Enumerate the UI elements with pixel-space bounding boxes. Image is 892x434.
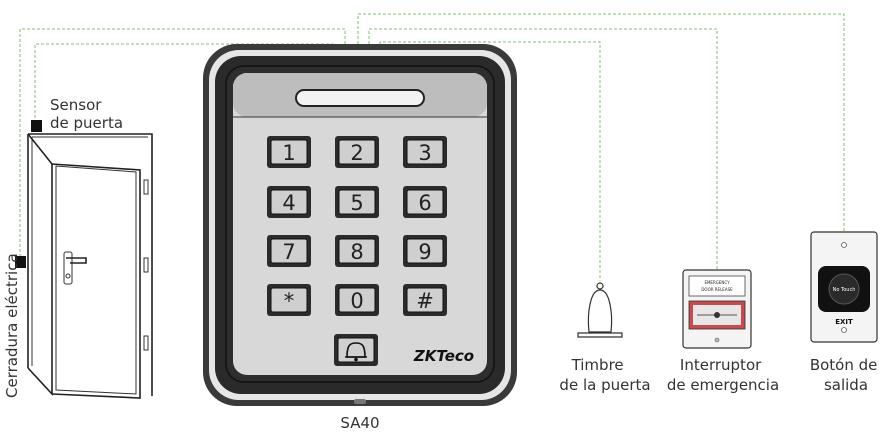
keypad-key[interactable]: *: [267, 284, 311, 316]
keypad-key-label: 7: [282, 240, 295, 264]
svg-text:EMERGENCY: EMERGENCY: [704, 280, 730, 285]
svg-text:DOOR RELEASE: DOOR RELEASE: [701, 287, 733, 292]
door-leaf: [27, 133, 53, 397]
bottom-screw: [354, 399, 366, 404]
door-handle-icon: [63, 251, 87, 285]
keypad-key[interactable]: #: [403, 284, 447, 316]
keypad-key[interactable]: 6: [403, 186, 447, 218]
door-sensor-label: Sensor de puerta: [50, 96, 123, 132]
keypad-key[interactable]: 5: [335, 186, 379, 218]
svg-text:EXIT: EXIT: [835, 318, 853, 326]
keypad-key[interactable]: 3: [403, 136, 447, 168]
wire-exit-button: [357, 13, 845, 232]
keypad-key-label: 9: [418, 240, 431, 264]
emergency-switch-label: Interruptor de emergencia: [667, 356, 779, 394]
brand-logo: ZKTeco: [413, 347, 474, 365]
keypad-key-label: 0: [350, 289, 363, 313]
keypad-key-label: 5: [350, 191, 363, 215]
hinge: [143, 257, 149, 273]
bell-key[interactable]: [334, 334, 378, 366]
electric-lock-marker: [15, 256, 26, 268]
keypad-key[interactable]: 7: [267, 235, 311, 267]
electric-lock-label: Cerradura eléctrica: [3, 253, 21, 398]
keypad-key[interactable]: 8: [335, 235, 379, 267]
keypad-key[interactable]: 9: [403, 235, 447, 267]
svg-text:No Touch: No Touch: [833, 287, 856, 293]
doorbell-label: Timbre de la puerta: [559, 356, 650, 394]
keypad-key-label: 3: [418, 141, 431, 165]
keypad-key-label: 4: [282, 191, 295, 215]
exit-button-icon: No Touch EXIT: [810, 231, 878, 343]
door-frame: [27, 133, 153, 396]
door: [15, 120, 153, 399]
keypad-key-label: 1: [282, 141, 295, 165]
sa40-device: 1 2 3 4 5 6 7 8 9 * 0 # ZKTeco: [203, 44, 517, 406]
hinge: [143, 179, 149, 195]
keypad-key-label: 6: [418, 191, 431, 215]
hinge: [143, 335, 149, 351]
keypad-key-label: *: [284, 289, 295, 313]
doorbell-icon: [577, 282, 623, 338]
emergency-switch-icon: EMERGENCY DOOR RELEASE: [682, 269, 752, 349]
keypad-key[interactable]: 2: [335, 136, 379, 168]
keypad-key[interactable]: 0: [335, 284, 379, 316]
keypad-key-label: #: [416, 289, 434, 313]
keypad-key-label: 8: [350, 240, 363, 264]
keypad: 1 2 3 4 5 6 7 8 9 * 0 #: [267, 136, 447, 316]
keypad-key-label: 2: [350, 141, 363, 165]
door-sensor-marker: [31, 120, 42, 132]
device-model-label: SA40: [340, 414, 379, 432]
keypad-key[interactable]: 4: [267, 186, 311, 218]
bell-icon: [345, 342, 367, 362]
card-reader-indicator: [295, 89, 425, 107]
keypad-key[interactable]: 1: [267, 136, 311, 168]
exit-button-label: Botón de salida: [810, 356, 882, 394]
